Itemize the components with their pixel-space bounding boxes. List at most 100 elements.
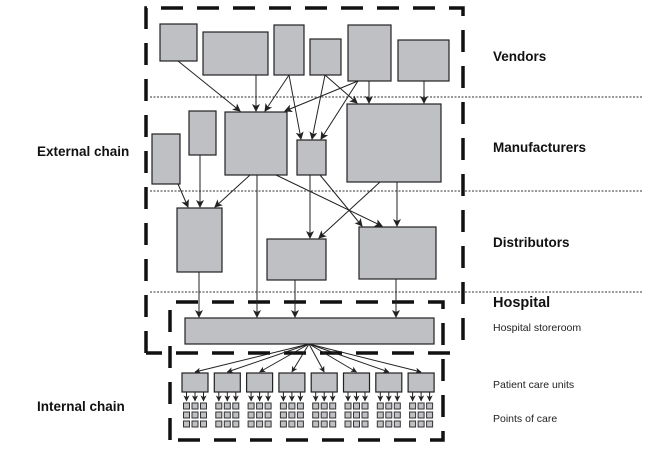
point-of-care-box xyxy=(344,420,352,428)
point-of-care-box xyxy=(200,402,207,410)
point-of-care-box xyxy=(279,402,287,410)
point-of-care-box xyxy=(344,402,352,410)
vendor-box xyxy=(159,23,198,62)
point-of-care-box xyxy=(247,411,255,419)
flow-arrow xyxy=(308,343,390,374)
point-of-care-box xyxy=(320,402,328,410)
manufacturer-box xyxy=(224,111,288,176)
internal-chain-label: Internal chain xyxy=(37,399,125,414)
point-of-care-box xyxy=(288,420,296,428)
point-of-care-box xyxy=(296,420,304,428)
point-of-care-box xyxy=(329,420,337,428)
point-of-care-box xyxy=(426,420,434,428)
flow-arrow xyxy=(194,343,310,374)
point-of-care-box xyxy=(247,402,255,410)
vendor-box xyxy=(273,24,305,76)
point-of-care-box xyxy=(417,420,425,428)
point-of-care-box xyxy=(191,420,199,428)
flow-arrow xyxy=(177,60,241,112)
external-chain-boundary xyxy=(144,6,465,353)
point-of-care-box xyxy=(376,411,384,419)
point-of-care-box xyxy=(385,411,393,419)
internal-chain-boundary xyxy=(168,300,445,442)
flow-arrow xyxy=(308,343,325,373)
point-of-care-box xyxy=(296,411,304,419)
point-of-care-box xyxy=(232,420,240,428)
point-of-care-box xyxy=(312,411,320,419)
point-of-care-box xyxy=(312,402,320,410)
distributor-box xyxy=(266,238,327,281)
point-of-care-box xyxy=(264,420,272,428)
point-of-care-box xyxy=(376,402,384,410)
point-of-care-box xyxy=(393,420,401,428)
distributor-box xyxy=(358,226,437,280)
tier-label-distributors: Distributors xyxy=(493,235,570,250)
point-of-care-box xyxy=(256,402,264,410)
point-of-care-box xyxy=(312,420,320,428)
tier-label-storeroom: Hospital storeroom xyxy=(493,322,582,334)
distributors-tier xyxy=(176,207,437,281)
tier-label-points-of-care: Points of care xyxy=(493,413,558,425)
point-of-care-box xyxy=(409,411,417,419)
point-of-care-box xyxy=(256,411,264,419)
point-of-care-box xyxy=(361,402,369,410)
point-of-care-box xyxy=(320,411,328,419)
manufacturer-box xyxy=(188,110,217,156)
point-of-care-box xyxy=(353,420,360,428)
flow-arrow xyxy=(324,74,358,104)
point-of-care-box xyxy=(215,402,223,410)
point-of-care-box xyxy=(279,420,287,428)
point-of-care-box xyxy=(426,402,434,410)
patient-care-unit-box xyxy=(246,372,274,393)
point-of-care-box xyxy=(183,420,190,428)
flow-arrow xyxy=(320,80,359,140)
manufacturer-distributor-arrows xyxy=(177,155,401,318)
point-of-care-box xyxy=(264,411,272,419)
patient-care-unit-box xyxy=(375,372,403,393)
patient-care-unit-box xyxy=(213,372,241,393)
point-of-care-box xyxy=(296,402,304,410)
vendor-box xyxy=(397,39,450,82)
internal-chain-elements xyxy=(181,343,435,428)
manufacturer-box xyxy=(346,103,442,183)
flow-arrow xyxy=(264,74,290,112)
point-of-care-box xyxy=(426,411,434,419)
point-of-care-box xyxy=(223,402,231,410)
point-of-care-box xyxy=(329,411,337,419)
hospital-storeroom-box xyxy=(184,317,435,345)
point-of-care-box xyxy=(215,420,223,428)
point-of-care-box xyxy=(256,420,264,428)
point-of-care-box xyxy=(329,402,337,410)
distributor-storeroom-arrows xyxy=(195,272,400,318)
tier-label-manufacturers: Manufacturers xyxy=(493,140,587,155)
vendor-box xyxy=(309,38,342,76)
point-of-care-box xyxy=(247,420,255,428)
flow-arrow xyxy=(319,174,363,227)
point-of-care-box xyxy=(353,402,360,410)
point-of-care-box xyxy=(223,420,231,428)
external-chain-label: External chain xyxy=(37,144,130,159)
point-of-care-box xyxy=(393,411,401,419)
point-of-care-box xyxy=(393,402,401,410)
manufacturers-tier xyxy=(151,103,442,185)
vendor-box xyxy=(347,24,392,82)
flow-arrow xyxy=(214,174,251,208)
point-of-care-box xyxy=(183,402,190,410)
point-of-care-box xyxy=(232,402,240,410)
point-of-care-box xyxy=(200,420,207,428)
point-of-care-box xyxy=(264,402,272,410)
distributor-box xyxy=(176,207,223,273)
manufacturer-box xyxy=(296,139,327,176)
point-of-care-box xyxy=(409,420,417,428)
vendor-box xyxy=(202,31,269,76)
point-of-care-box xyxy=(183,411,190,419)
point-of-care-box xyxy=(191,402,199,410)
point-of-care-box xyxy=(200,411,207,419)
point-of-care-box xyxy=(279,411,287,419)
patient-care-unit-box xyxy=(181,372,209,393)
point-of-care-box xyxy=(376,420,384,428)
patient-care-unit-box xyxy=(278,372,306,393)
point-of-care-box xyxy=(288,402,296,410)
point-of-care-box xyxy=(344,411,352,419)
